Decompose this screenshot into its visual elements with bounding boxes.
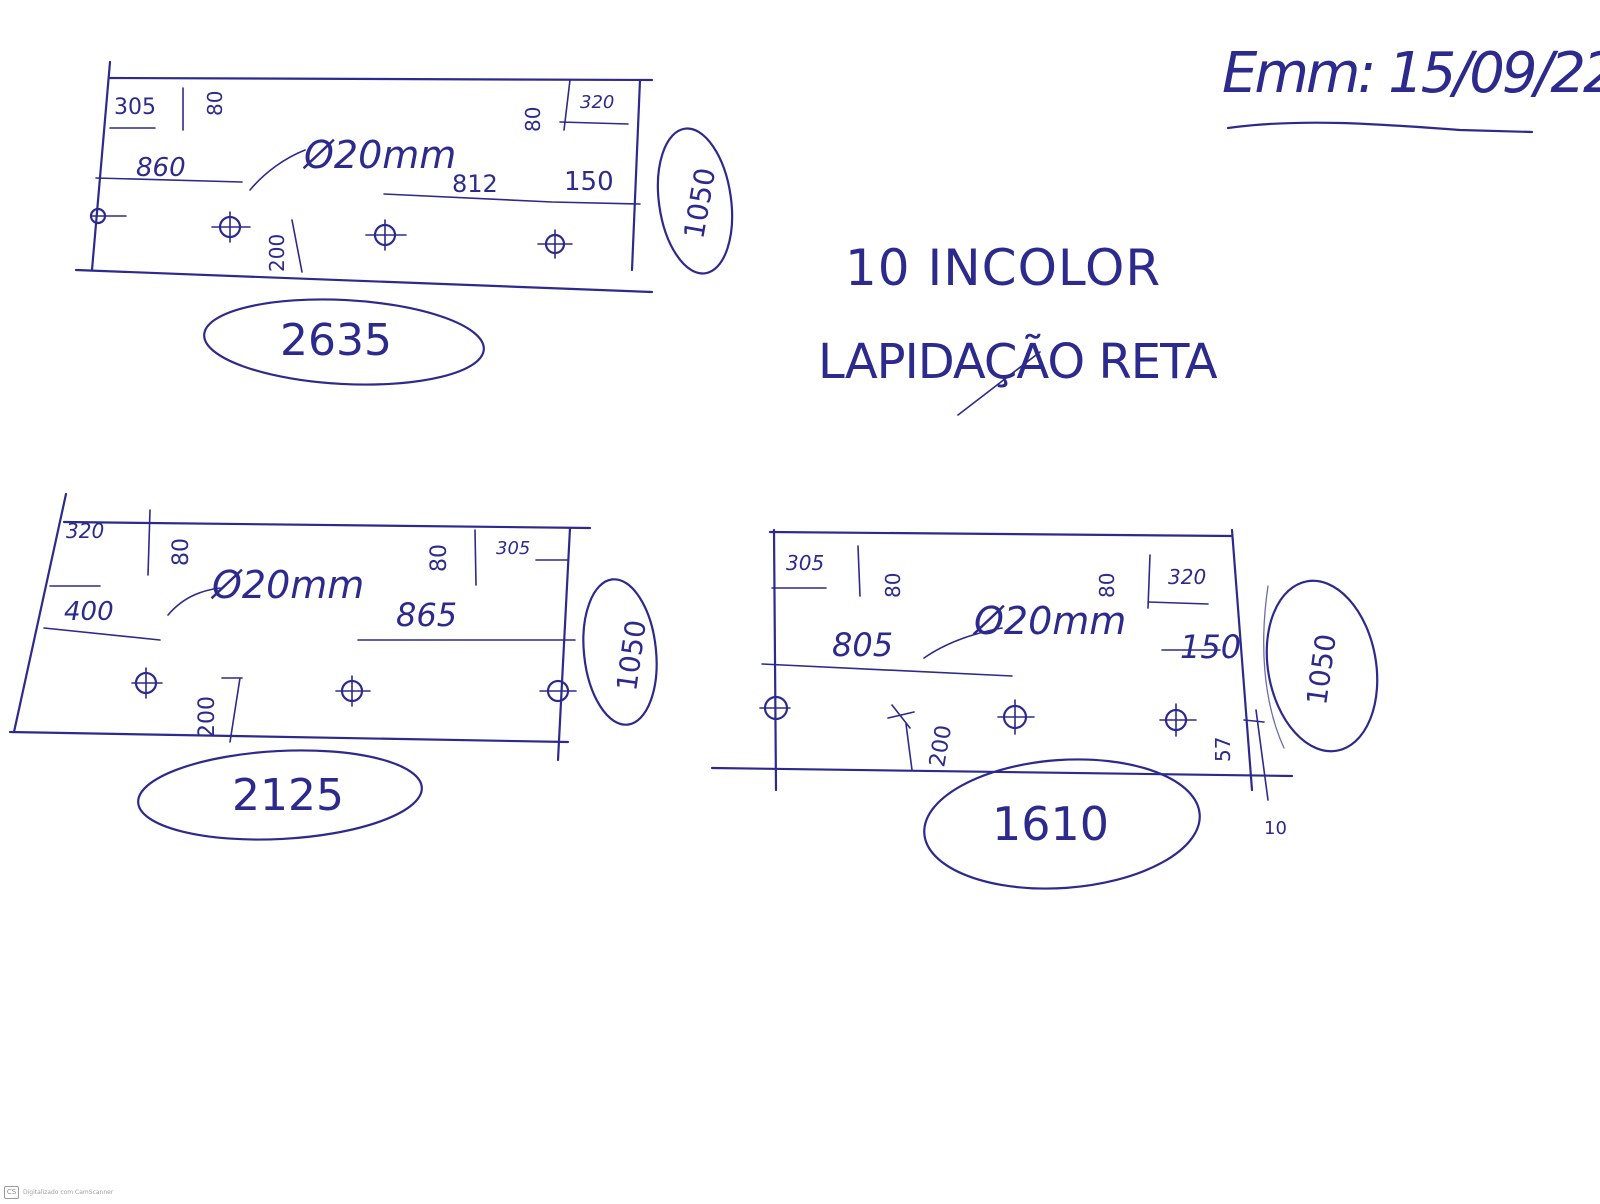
height-callout	[582, 578, 658, 726]
dim-corner: 10	[1264, 818, 1287, 839]
date-underline	[1226, 121, 1534, 134]
edge-right-vertical-dim: 80	[427, 544, 452, 572]
panel-length: 2635	[280, 315, 392, 366]
panel-outline	[8, 492, 592, 762]
length-callout	[923, 758, 1201, 890]
scanner-watermark: CS Digitalizado com CamScanner	[4, 1186, 113, 1199]
dim-a: 860	[136, 153, 186, 183]
note-strike-tail	[957, 351, 1041, 416]
length-callout	[203, 298, 485, 386]
hole-marker	[887, 704, 915, 729]
edge-right-dim: 320	[1168, 565, 1206, 589]
drilled-hole	[89, 207, 127, 225]
panel-outline	[710, 528, 1294, 801]
drilled-hole	[211, 211, 251, 243]
drilled-hole	[537, 229, 573, 259]
drilled-hole	[131, 667, 163, 699]
edge-left-dim: 320	[66, 519, 104, 543]
panel-height: 1050	[677, 165, 722, 241]
drilled-hole	[539, 679, 577, 703]
hole-diameter-label: Ø20mm	[302, 133, 456, 177]
edge-right-vertical-dim: 80	[1095, 573, 1119, 598]
hole-diameter-label: Ø20mm	[972, 599, 1126, 643]
drilled-hole	[365, 219, 407, 251]
drilled-hole	[997, 699, 1035, 735]
glass-panel-drawing-3: 305 80 80 320 805 Ø20mm 150 200 57 10 10…	[710, 528, 1379, 890]
dim-b: 812	[452, 170, 498, 198]
dim-a: 400	[64, 597, 114, 627]
date-note-text: Emm: 15/09/22	[1222, 41, 1600, 106]
edge-left-vertical-dim: 80	[881, 573, 905, 598]
drilled-hole	[335, 675, 371, 707]
glass-panel-drawing-2: 320 80 80 305 400 Ø20mm 865 200 1050 212…	[8, 492, 658, 841]
dim-a: 805	[832, 626, 893, 664]
dim-bottom: 200	[195, 696, 220, 738]
note-line-2: LAPIDAÇÃO RETA	[818, 334, 1218, 390]
scanner-text: Digitalizado com CamScanner	[23, 1189, 114, 1196]
drilled-hole	[1159, 703, 1197, 737]
dim-side: 57	[1211, 737, 1235, 762]
edge-right-vertical-dim: 80	[521, 107, 545, 132]
dim-c: 150	[1180, 628, 1241, 666]
order-notes: 10 INCOLOR LAPIDAÇÃO RETA	[818, 239, 1219, 416]
dim-b: 865	[396, 596, 457, 634]
dim-c: 150	[564, 167, 614, 197]
edge-left-dim: 305	[114, 95, 156, 120]
panel-height: 1050	[610, 618, 653, 693]
date-note: Emm: 15/09/22	[1222, 41, 1600, 134]
edge-left-vertical-dim: 80	[203, 91, 227, 116]
edge-left-dim: 305	[786, 551, 824, 575]
panel-length: 1610	[992, 797, 1109, 851]
note-line-1: 10 INCOLOR	[845, 239, 1161, 297]
height-callout-trace	[1263, 585, 1285, 749]
glass-panel-drawing-1: 305 80 80 320 860 Ø20mm 812 150 200 1050…	[74, 60, 734, 386]
height-callout	[1265, 579, 1379, 753]
edge-right-dim: 320	[580, 92, 614, 113]
scanner-logo-icon: CS	[4, 1186, 19, 1199]
hole-diameter-label: Ø20mm	[210, 563, 364, 607]
drilled-hole	[759, 695, 791, 721]
dim-bottom: 200	[925, 723, 957, 769]
panel-height: 1050	[1300, 632, 1343, 707]
edge-left-vertical-dim: 80	[169, 538, 194, 566]
edge-right-dim: 305	[496, 538, 530, 559]
panel-length: 2125	[232, 770, 344, 821]
dim-bottom: 200	[265, 234, 289, 272]
height-callout	[656, 127, 734, 275]
panel-outline	[74, 60, 654, 294]
length-callout	[137, 749, 423, 841]
